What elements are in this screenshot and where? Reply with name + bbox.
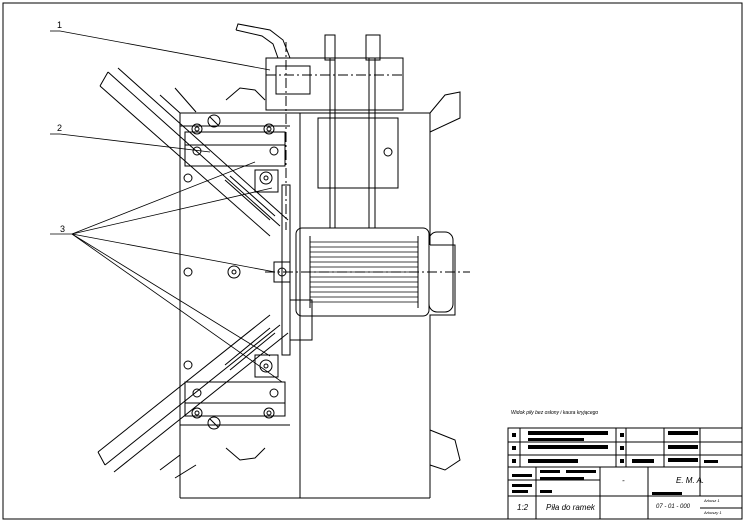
drawing-title: Piła do ramek [546,503,595,512]
sheet-label-2: Arkuszy 1 [704,510,722,515]
sheet-frame [2,2,743,520]
company-name: E. M. A. [676,476,705,485]
top-cylinder [235,23,404,230]
title-block-fills [512,431,718,495]
machine-base [159,87,461,499]
drawing-number: 07 - 01 - 000 [656,504,691,510]
callout-2: 2 [57,123,62,133]
upper-guide-arm [99,67,289,237]
dash-cell: - [622,476,625,485]
motor [265,227,470,341]
bolts [183,114,393,430]
sheet-label-1: Arkusz 1 [704,498,720,503]
saw-blade [273,184,291,356]
view-note: Widok piły bez osłony i kaura kryjącego [511,410,599,416]
lower-guide-arm [97,314,289,473]
scale-value: 1:2 [517,503,529,512]
title-block-frame [507,427,743,520]
leader-lines [50,30,283,383]
callout-3: 3 [60,224,65,234]
callout-1: 1 [57,20,62,30]
